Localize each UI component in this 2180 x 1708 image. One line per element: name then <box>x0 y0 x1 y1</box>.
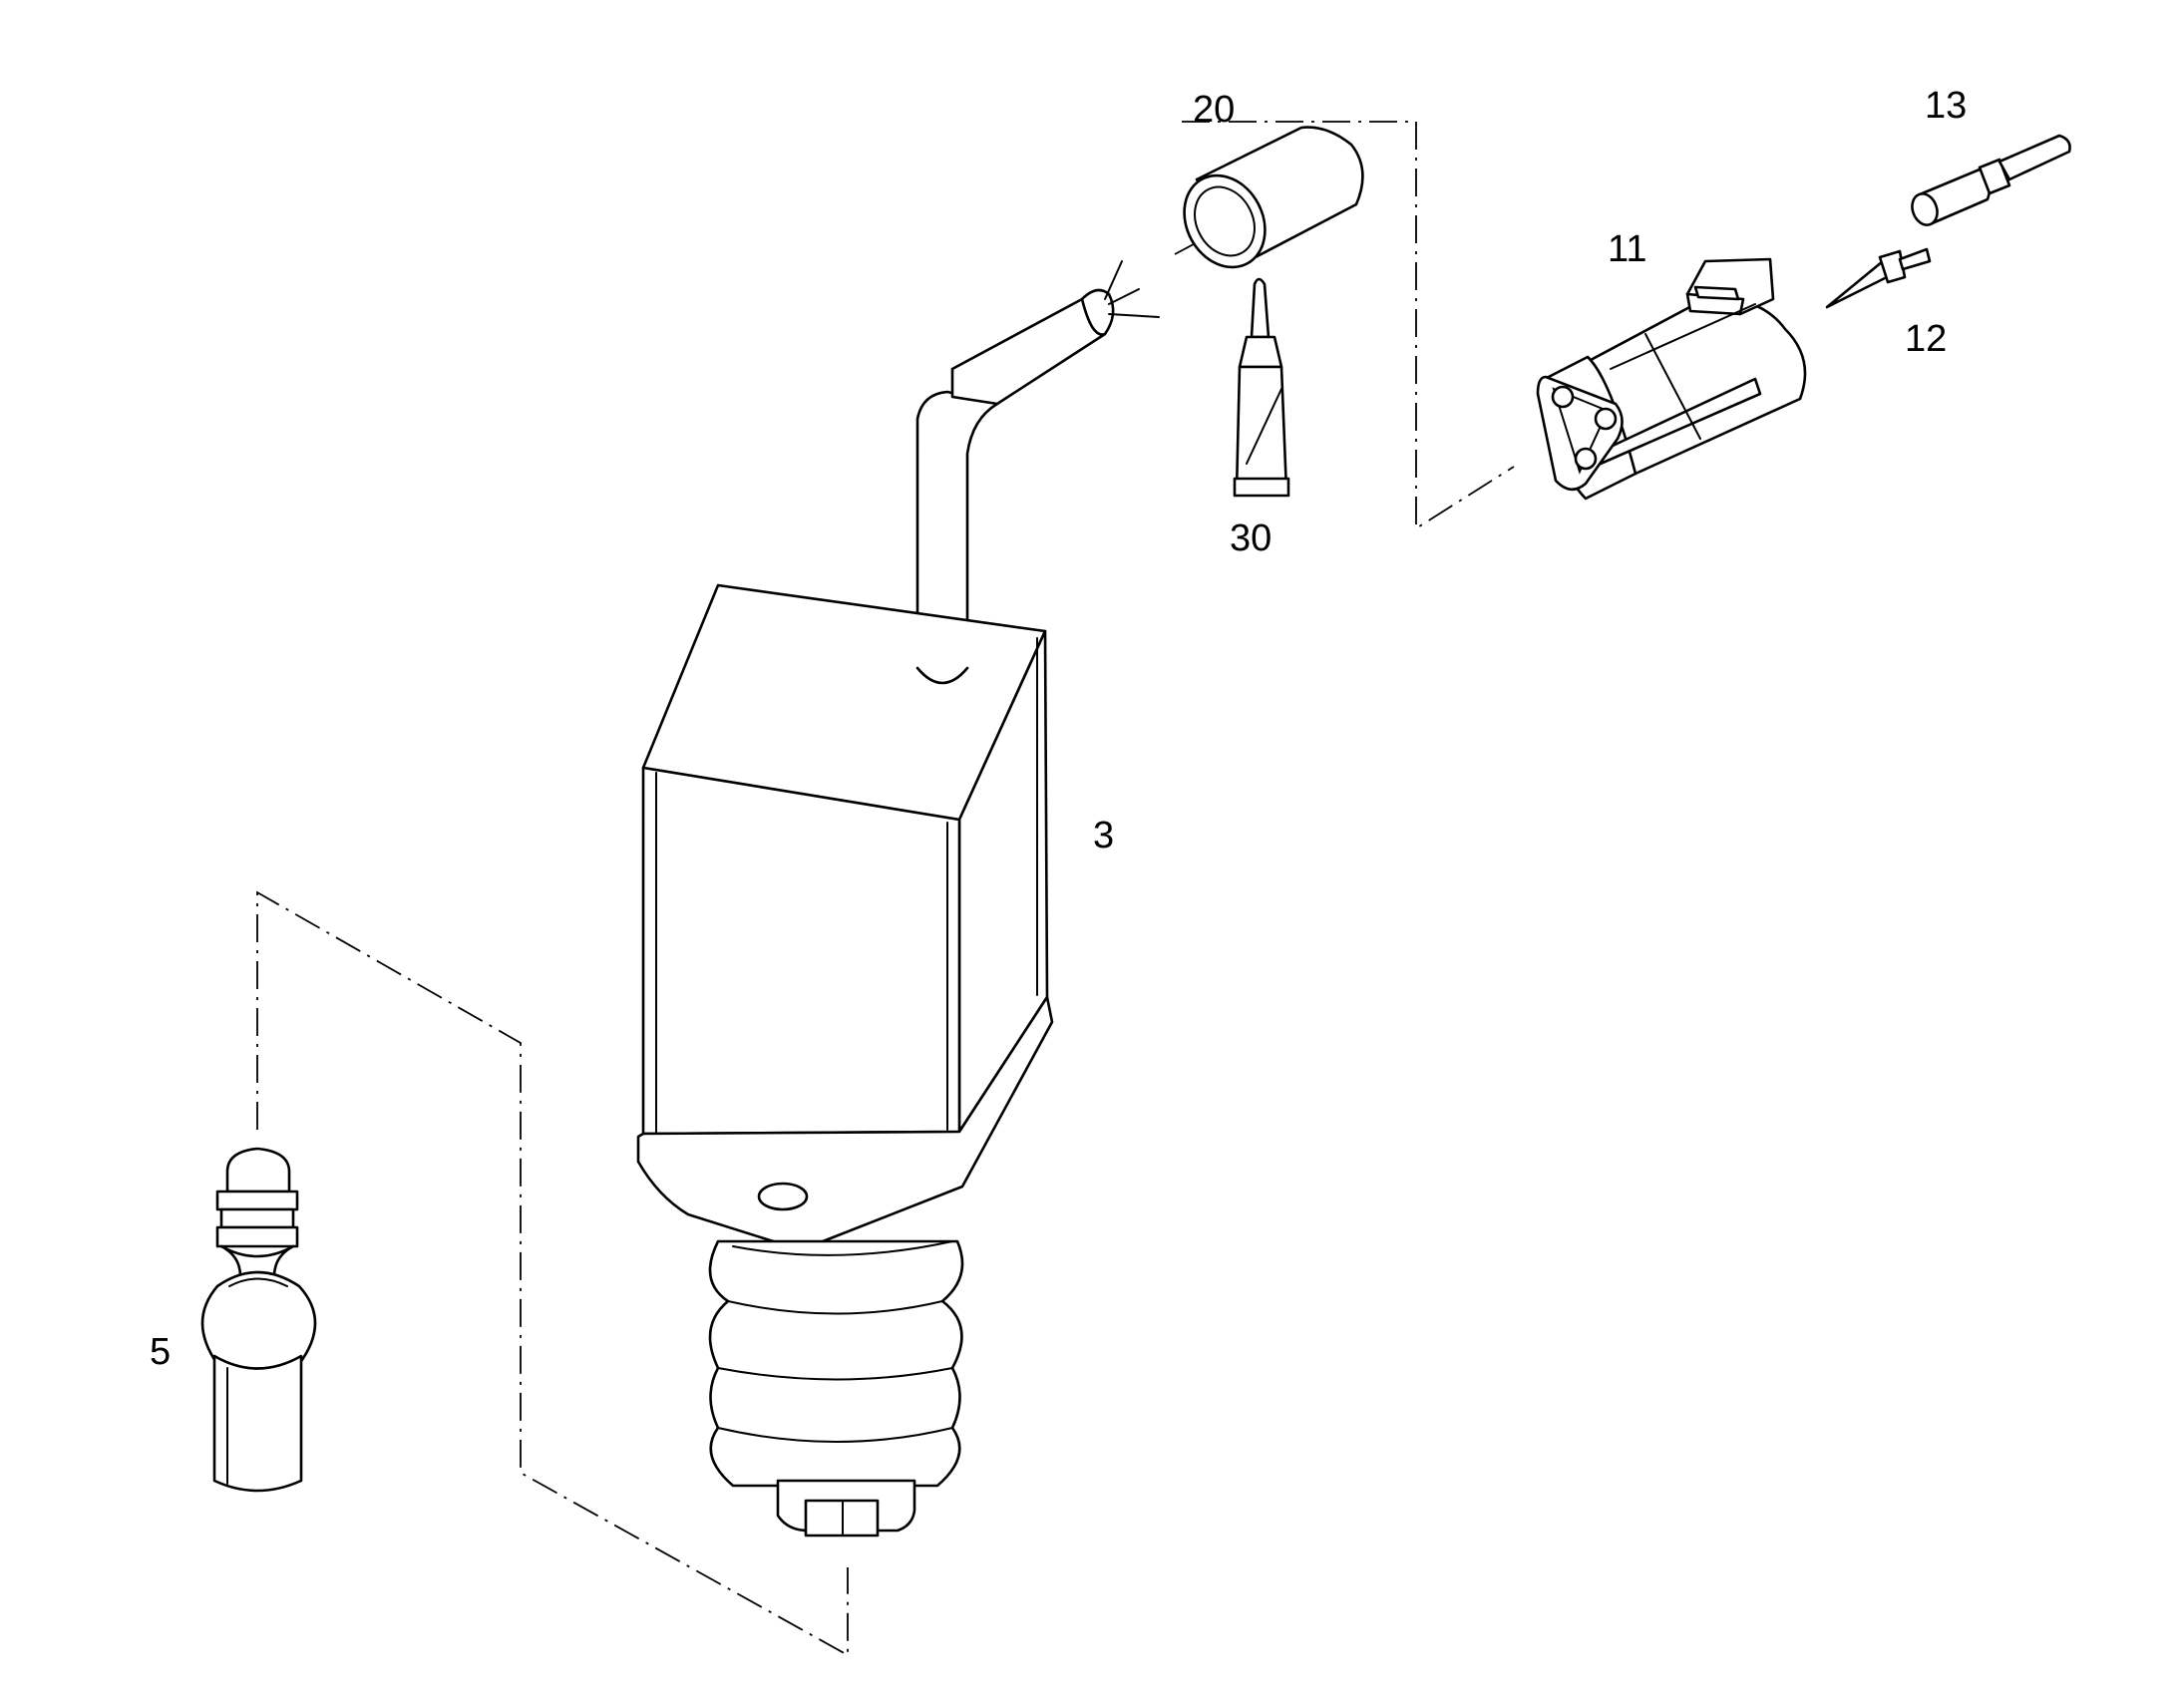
assembly-line-ball-joint <box>256 890 849 1657</box>
bellows <box>708 1239 964 1488</box>
assembly-line-connector <box>1182 121 1515 530</box>
sleeve-part-20 <box>1183 126 1364 269</box>
wedge-lock-part-12 <box>1825 247 1932 309</box>
ball-joint-part-5 <box>200 1147 317 1493</box>
callout-part-20: 20 <box>1193 89 1235 131</box>
pin-terminal-part-13 <box>1911 134 2071 226</box>
connector-part-11 <box>1536 257 1807 501</box>
callout-part-30: 30 <box>1230 517 1272 559</box>
callout-part-12: 12 <box>1905 318 1947 360</box>
callout-part-11: 11 <box>1608 228 1646 270</box>
adhesive-tube-part-30 <box>1233 277 1290 498</box>
callout-part-5: 5 <box>150 1331 171 1373</box>
callout-part-13: 13 <box>1925 85 1967 127</box>
callout-part-3: 3 <box>1093 815 1114 856</box>
solenoid-part-3 <box>636 260 1160 1537</box>
